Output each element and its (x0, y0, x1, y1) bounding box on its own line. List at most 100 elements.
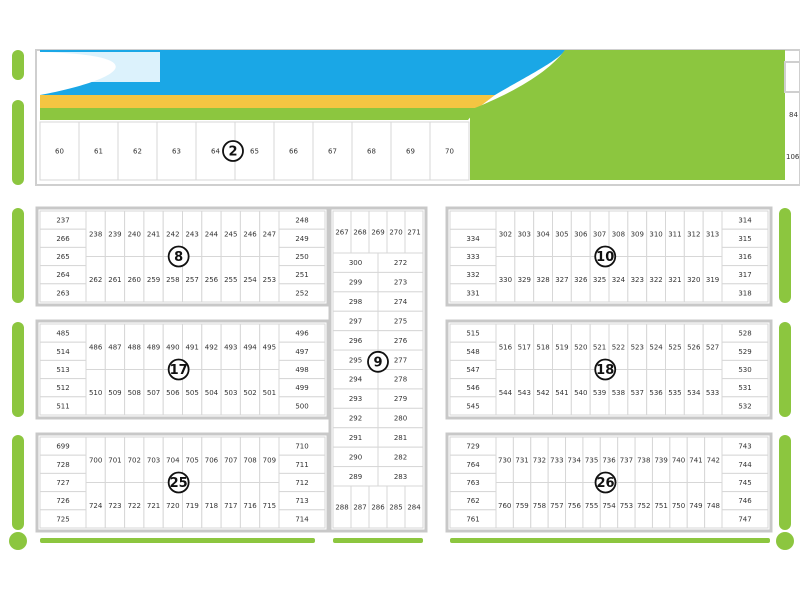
plot-lot[interactable]: 747 (721, 509, 769, 529)
plot-lot[interactable]: 265 (39, 246, 87, 267)
plot-lot[interactable]: 497 (278, 341, 326, 361)
plot-lot[interactable]: 703 (143, 436, 164, 483)
plot-lot[interactable]: 273 (377, 271, 424, 293)
plot-lot[interactable]: 70 (429, 121, 470, 181)
plot-lot[interactable]: 253 (259, 256, 280, 303)
plot-lot[interactable]: 514 (39, 341, 87, 361)
plot-lot[interactable]: 762 (449, 491, 497, 511)
plot-lot[interactable]: 500 (278, 396, 326, 416)
plot-lot[interactable]: 531 (721, 378, 769, 398)
plot-lot[interactable]: 764 (449, 454, 497, 474)
plot-lot[interactable]: 488 (124, 323, 145, 370)
plot-lot[interactable]: 287 (350, 485, 370, 529)
plot-lot[interactable]: 508 (124, 369, 145, 416)
plot-lot[interactable]: 328 (533, 256, 554, 303)
plot-lot[interactable]: 244 (201, 210, 222, 257)
plot-lot[interactable]: 267 (332, 210, 352, 254)
plot-lot[interactable]: 499 (278, 378, 326, 398)
plot-lot[interactable]: 240 (124, 210, 145, 257)
plot-lot[interactable]: 532 (721, 396, 769, 416)
plot-lot[interactable]: 310 (646, 210, 667, 257)
plot-lot[interactable]: 716 (239, 482, 261, 529)
plot-lot[interactable]: 699 (39, 436, 87, 456)
plot-lot[interactable]: 507 (143, 369, 164, 416)
plot-lot[interactable]: 530 (721, 359, 769, 380)
plot-lot[interactable]: 756 (565, 482, 584, 529)
plot-lot[interactable]: 255 (220, 256, 241, 303)
plot-lot[interactable]: 298 (332, 291, 379, 312)
plot-lot[interactable]: 280 (377, 407, 424, 429)
plot-lot[interactable]: 494 (239, 323, 261, 370)
plot-lot[interactable]: 750 (669, 482, 688, 529)
plot-lot[interactable]: 718 (201, 482, 222, 529)
plot-lot[interactable]: 238 (85, 210, 106, 257)
plot-lot[interactable]: 715 (259, 482, 280, 529)
plot-lot[interactable]: 763 (449, 472, 497, 493)
plot-lot[interactable]: 297 (332, 310, 379, 332)
plot-lot[interactable]: 509 (104, 369, 126, 416)
plot-lot[interactable]: 523 (627, 323, 648, 370)
plot-lot[interactable]: 281 (377, 427, 424, 448)
plot-lot[interactable]: 724 (85, 482, 106, 529)
plot-lot[interactable]: 536 (646, 369, 667, 416)
plot-lot[interactable]: 320 (683, 256, 704, 303)
plot-lot[interactable]: 262 (85, 256, 106, 303)
plot-lot[interactable] (449, 210, 497, 230)
plot-lot[interactable]: 546 (449, 378, 497, 398)
plot-lot[interactable]: 305 (552, 210, 572, 257)
plot-lot[interactable]: 333 (449, 246, 497, 267)
plot-lot[interactable]: 708 (239, 436, 261, 483)
plot-lot[interactable]: 544 (495, 369, 516, 416)
plot-lot[interactable]: 510 (85, 369, 106, 416)
plot-lot[interactable]: 547 (449, 359, 497, 380)
plot-lot[interactable]: 319 (702, 256, 723, 303)
plot-lot[interactable]: 245 (220, 210, 241, 257)
plot-lot[interactable]: 700 (85, 436, 106, 483)
plot-lot[interactable]: 730 (495, 436, 514, 483)
plot-lot[interactable]: 712 (278, 472, 326, 493)
plot-lot[interactable]: 511 (39, 396, 87, 416)
plot-lot[interactable]: 288 (332, 485, 352, 529)
plot-lot[interactable]: 728 (39, 454, 87, 474)
plot-lot[interactable]: 489 (143, 323, 164, 370)
plot-lot[interactable]: 274 (377, 291, 424, 312)
plot-lot[interactable]: 293 (332, 388, 379, 409)
plot-lot[interactable]: 285 (386, 485, 406, 529)
plot-lot[interactable]: 309 (627, 210, 648, 257)
plot-lot[interactable]: 269 (368, 210, 388, 254)
plot-lot[interactable]: 487 (104, 323, 126, 370)
plot-lot[interactable]: 738 (634, 436, 653, 483)
plot-lot[interactable]: 504 (201, 369, 222, 416)
plot-lot[interactable]: 485 (39, 323, 87, 343)
plot-lot[interactable]: 252 (278, 283, 326, 303)
plot-lot[interactable]: 505 (182, 369, 203, 416)
plot-lot[interactable]: 519 (552, 323, 572, 370)
plot-lot[interactable]: 263 (39, 283, 87, 303)
plot-lot[interactable]: 284 (404, 485, 424, 529)
plot-lot[interactable]: 256 (201, 256, 222, 303)
plot-lot[interactable]: 266 (39, 228, 87, 248)
plot-lot[interactable]: 516 (495, 323, 516, 370)
plot-lot[interactable]: 542 (533, 369, 554, 416)
plot-lot[interactable]: 495 (259, 323, 280, 370)
plot-lot[interactable]: 533 (702, 369, 723, 416)
plot-lot[interactable]: 300 (332, 252, 379, 273)
plot-lot[interactable]: 326 (570, 256, 591, 303)
plot-lot[interactable]: 271 (404, 210, 424, 254)
plot-lot[interactable]: 316 (721, 246, 769, 267)
plot-lot[interactable]: 721 (143, 482, 164, 529)
plot-lot[interactable]: 744 (721, 454, 769, 474)
plot-lot[interactable]: 237 (39, 210, 87, 230)
plot-lot[interactable]: 67 (312, 121, 353, 181)
plot-lot[interactable]: 525 (665, 323, 685, 370)
plot-lot[interactable]: 314 (721, 210, 769, 230)
plot-lot[interactable]: 66 (273, 121, 314, 181)
plot-lot[interactable]: 329 (514, 256, 535, 303)
plot-lot[interactable]: 306 (570, 210, 591, 257)
plot-lot[interactable]: 742 (704, 436, 723, 483)
plot-lot[interactable]: 737 (617, 436, 636, 483)
plot-lot[interactable]: 331 (449, 283, 497, 303)
plot-lot[interactable]: 62 (117, 121, 158, 181)
plot-lot[interactable]: 492 (201, 323, 222, 370)
plot-lot[interactable]: 714 (278, 509, 326, 529)
